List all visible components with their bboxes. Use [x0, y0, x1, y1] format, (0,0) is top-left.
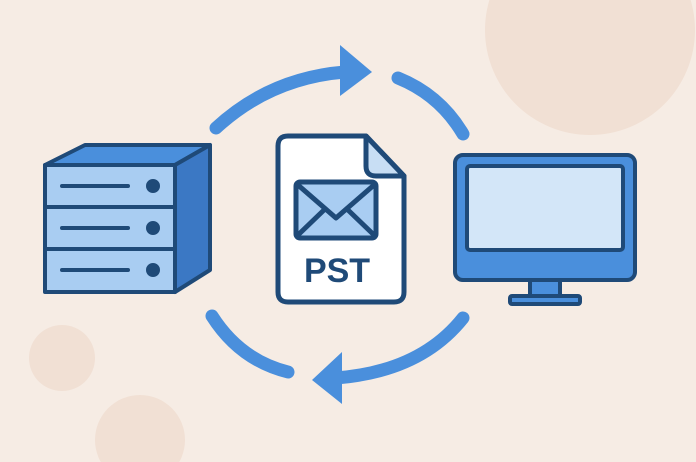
- arrow-head-left: [312, 352, 342, 404]
- pst-file-icon: [275, 133, 407, 305]
- monitor-icon: [453, 153, 637, 306]
- sync-arrows-icon: [205, 65, 470, 385]
- envelope-icon: [293, 179, 379, 241]
- decor-circle: [485, 0, 695, 135]
- decor-circle: [29, 325, 95, 391]
- arrow-arc-top-right: [391, 71, 470, 141]
- arrow-arc-top: [209, 65, 352, 135]
- arrow-arc-bottom-left: [205, 309, 295, 379]
- arrow-head-right: [340, 45, 372, 96]
- arrow-arc-bottom: [328, 311, 470, 385]
- decor-circle: [95, 395, 185, 462]
- file-label: PST: [304, 252, 370, 290]
- server-icon: [43, 143, 212, 294]
